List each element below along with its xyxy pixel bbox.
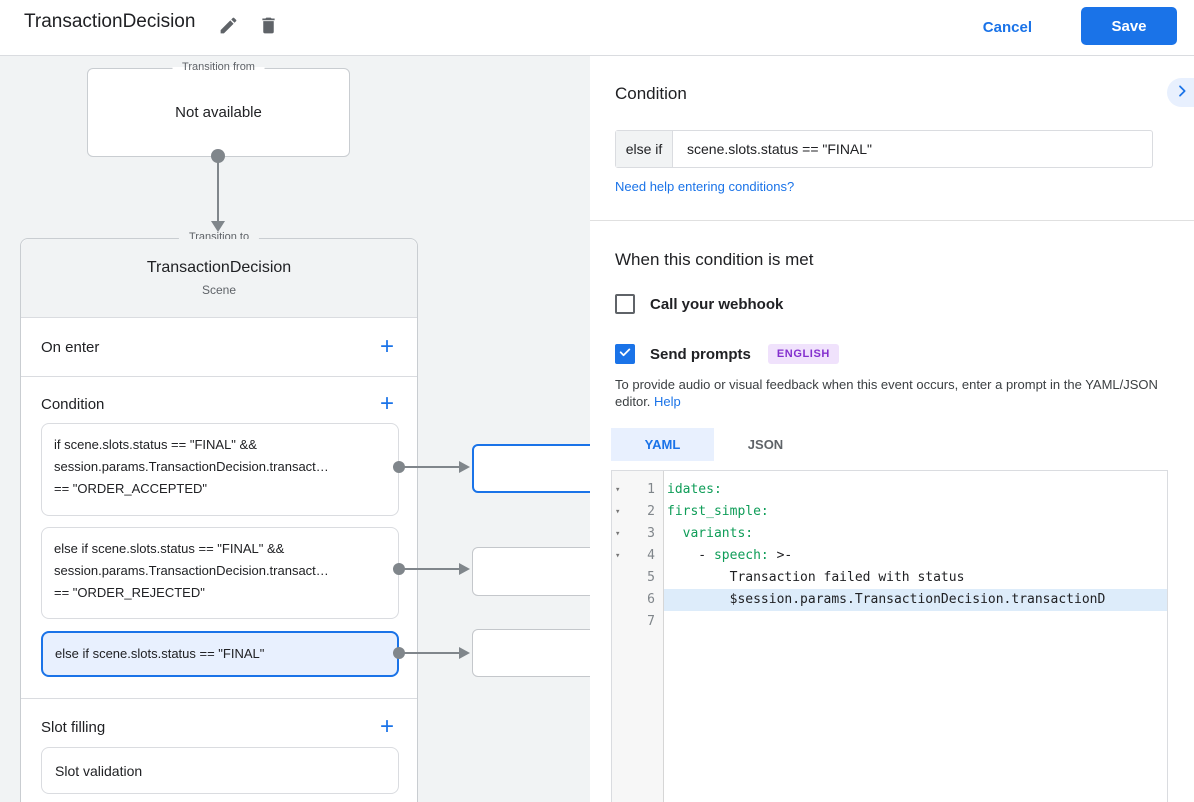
- slot-validation-card[interactable]: Slot validation: [41, 747, 399, 794]
- yaml-editor[interactable]: ▾1▾2▾3▾4 5 6 7 idates: first_simple: variant…: [611, 470, 1168, 802]
- slot-filling-section-header: Slot filling +: [21, 709, 417, 745]
- top-bar: TransactionDecision Cancel Save: [0, 0, 1194, 56]
- fold-arrow-icon[interactable]: ▾: [615, 551, 621, 561]
- send-prompts-label: Send prompts: [650, 345, 751, 363]
- language-badge: ENGLISH: [767, 344, 839, 364]
- condition-text-line: if scene.slots.status == "FINAL" &&: [54, 437, 257, 452]
- editor-code-line[interactable]: - speech: >-: [667, 548, 793, 563]
- panel-divider: [590, 220, 1194, 221]
- section-divider: [21, 376, 417, 377]
- fold-arrow-icon[interactable]: ▾: [615, 485, 621, 495]
- delete-scene-button[interactable]: [252, 11, 284, 43]
- editor-line-number: 5: [647, 570, 655, 585]
- scene-title: TransactionDecision: [146, 259, 292, 276]
- transition-from-value: Not available: [175, 104, 262, 121]
- condition-text-line: else if scene.slots.status == "FINAL" &&: [54, 541, 285, 556]
- condition-item-3-selected[interactable]: else if scene.slots.status == "FINAL": [41, 631, 399, 677]
- page-title: TransactionDecision: [24, 11, 196, 32]
- condition-prefix: else if: [616, 131, 673, 167]
- editor-line-number: 6: [647, 592, 655, 607]
- panel-heading: Condition: [615, 84, 687, 103]
- editor-gutter: ▾1▾2▾3▾4 5 6 7: [612, 471, 664, 802]
- pencil-icon: [218, 15, 239, 39]
- transition-from-label: Transition from: [172, 61, 265, 73]
- prompts-description: To provide audio or visual feedback when…: [615, 377, 1158, 409]
- transition-to-card: Transition to TransactionDecision Scene …: [20, 231, 418, 802]
- conditions-help-link[interactable]: Need help entering conditions?: [615, 179, 795, 194]
- editor-line-number: ▾3: [612, 523, 663, 545]
- editor-line-number: ▾4: [612, 545, 663, 567]
- editor-line-number: ▾1: [612, 479, 663, 501]
- condition-expression-input[interactable]: [673, 131, 1152, 167]
- transition-target-box-1[interactable]: [472, 444, 590, 493]
- webhook-row: Call your webhook: [615, 294, 783, 314]
- condition-text-line: == "ORDER_ACCEPTED": [54, 481, 207, 496]
- editor-code-line[interactable]: [664, 611, 1167, 633]
- slot-validation-label: Slot validation: [55, 762, 143, 779]
- condition-detail-panel: Condition else if Need help entering con…: [590, 56, 1194, 802]
- editor-code-line[interactable]: first_simple:: [667, 504, 769, 519]
- edit-title-button[interactable]: [212, 11, 244, 43]
- editor-code-line[interactable]: Transaction failed with status: [667, 570, 965, 585]
- chevron-right-icon: [1174, 83, 1190, 102]
- slot-filling-label: Slot filling: [41, 718, 106, 736]
- condition-text-line: else if scene.slots.status == "FINAL": [55, 646, 265, 661]
- editor-code-area[interactable]: idates: first_simple: variants: - speech:…: [664, 471, 1167, 802]
- scene-flow-canvas: Transition from Not available Transition…: [0, 56, 590, 802]
- condition-text-line: == "ORDER_REJECTED": [54, 585, 205, 600]
- editor-tabs: YAML JSON: [611, 428, 817, 461]
- collapse-panel-button[interactable]: [1167, 78, 1194, 107]
- transition-from-box: Transition from Not available: [87, 61, 350, 157]
- condition-section-label: Condition: [41, 395, 105, 413]
- condition-item-1[interactable]: if scene.slots.status == "FINAL" && sess…: [41, 423, 399, 516]
- tab-yaml[interactable]: YAML: [611, 428, 714, 461]
- editor-code-line[interactable]: $session.params.TransactionDecision.tran…: [664, 589, 1167, 611]
- on-enter-label: On enter: [41, 338, 100, 356]
- send-prompts-checkbox[interactable]: [615, 344, 635, 364]
- condition-input-row: else if: [615, 130, 1153, 168]
- condition-text-line: session.params.TransactionDecision.trans…: [54, 563, 329, 578]
- editor-line-number: ▾2: [612, 501, 663, 523]
- checkmark-icon: [618, 345, 632, 364]
- when-met-heading: When this condition is met: [615, 250, 814, 269]
- webhook-checkbox[interactable]: [615, 294, 635, 314]
- add-on-enter-button[interactable]: +: [375, 335, 399, 359]
- send-prompts-row: Send prompts ENGLISH: [615, 344, 839, 364]
- editor-code-line[interactable]: variants:: [682, 526, 754, 541]
- tab-json[interactable]: JSON: [714, 428, 817, 461]
- condition-section-header: Condition +: [21, 387, 417, 421]
- transition-target-box-2[interactable]: [472, 547, 590, 596]
- webhook-label: Call your webhook: [650, 295, 784, 313]
- save-button[interactable]: Save: [1081, 7, 1177, 45]
- fold-arrow-icon[interactable]: ▾: [615, 529, 621, 539]
- add-condition-button[interactable]: +: [375, 392, 399, 416]
- cancel-button[interactable]: Cancel: [967, 8, 1048, 46]
- help-link[interactable]: Help: [654, 394, 681, 409]
- transition-target-box-3[interactable]: [472, 629, 590, 677]
- trash-icon: [258, 15, 279, 39]
- add-slot-button[interactable]: +: [375, 715, 399, 739]
- editor-line-number: 7: [647, 614, 655, 629]
- on-enter-section: On enter +: [21, 318, 417, 376]
- condition-item-2[interactable]: else if scene.slots.status == "FINAL" &&…: [41, 527, 399, 619]
- scene-card-header: TransactionDecision Scene: [21, 239, 417, 318]
- editor-code-line[interactable]: idates:: [667, 482, 722, 497]
- section-divider: [21, 698, 417, 699]
- scene-subtitle: Scene: [201, 283, 237, 297]
- fold-arrow-icon[interactable]: ▾: [615, 507, 621, 517]
- condition-text-line: session.params.TransactionDecision.trans…: [54, 459, 329, 474]
